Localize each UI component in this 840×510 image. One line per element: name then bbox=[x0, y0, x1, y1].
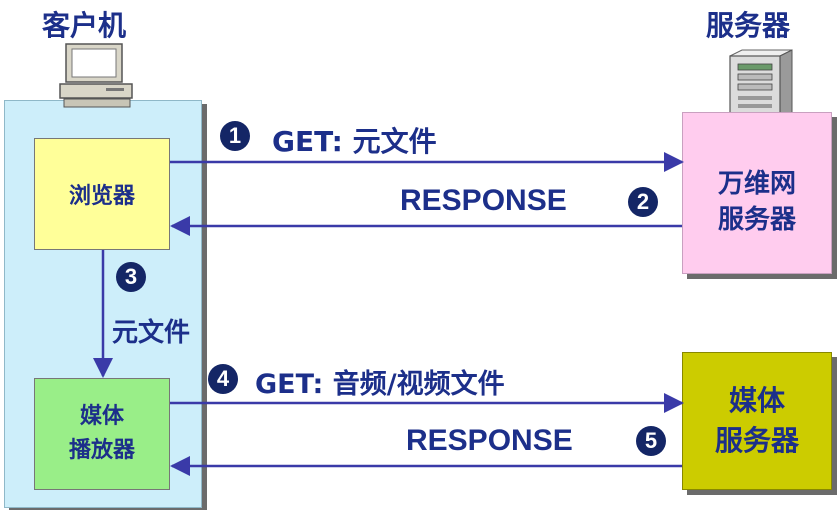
server-title: 服务器 bbox=[706, 9, 791, 42]
media-player-label-line2: 播放器 bbox=[68, 438, 135, 463]
media-player-label-line1: 媒体 bbox=[79, 404, 124, 429]
media-server-box: 媒体 服务器 bbox=[682, 352, 832, 490]
web-server-label-line1: 万维网 bbox=[717, 169, 796, 199]
step-2-label: RESPONSE bbox=[400, 184, 567, 217]
client-title: 客户机 bbox=[42, 9, 127, 42]
browser-label: 浏览器 bbox=[68, 184, 135, 209]
media-server-label-line2: 服务器 bbox=[714, 424, 799, 457]
web-server-label-line2: 服务器 bbox=[717, 205, 796, 235]
step-3-badge: 3 bbox=[116, 262, 146, 292]
media-server-label-line1: 媒体 bbox=[728, 384, 785, 417]
step-2-badge: 2 bbox=[628, 187, 658, 217]
step-1-label: GET: 元文件 bbox=[272, 125, 437, 158]
step-5-badge: 5 bbox=[636, 426, 666, 456]
step-5-label: RESPONSE bbox=[406, 424, 573, 457]
step-4-badge: 4 bbox=[208, 364, 238, 394]
browser-box: 浏览器 bbox=[34, 138, 170, 250]
step-1-badge: 1 bbox=[220, 121, 250, 151]
media-player-box: 媒体 播放器 bbox=[34, 378, 170, 490]
step-4-label: GET: 音频/视频文件 bbox=[255, 369, 505, 400]
step-3-label: 元文件 bbox=[112, 318, 191, 348]
web-server-box: 万维网 服务器 bbox=[682, 112, 832, 274]
computer-icon bbox=[58, 42, 138, 110]
